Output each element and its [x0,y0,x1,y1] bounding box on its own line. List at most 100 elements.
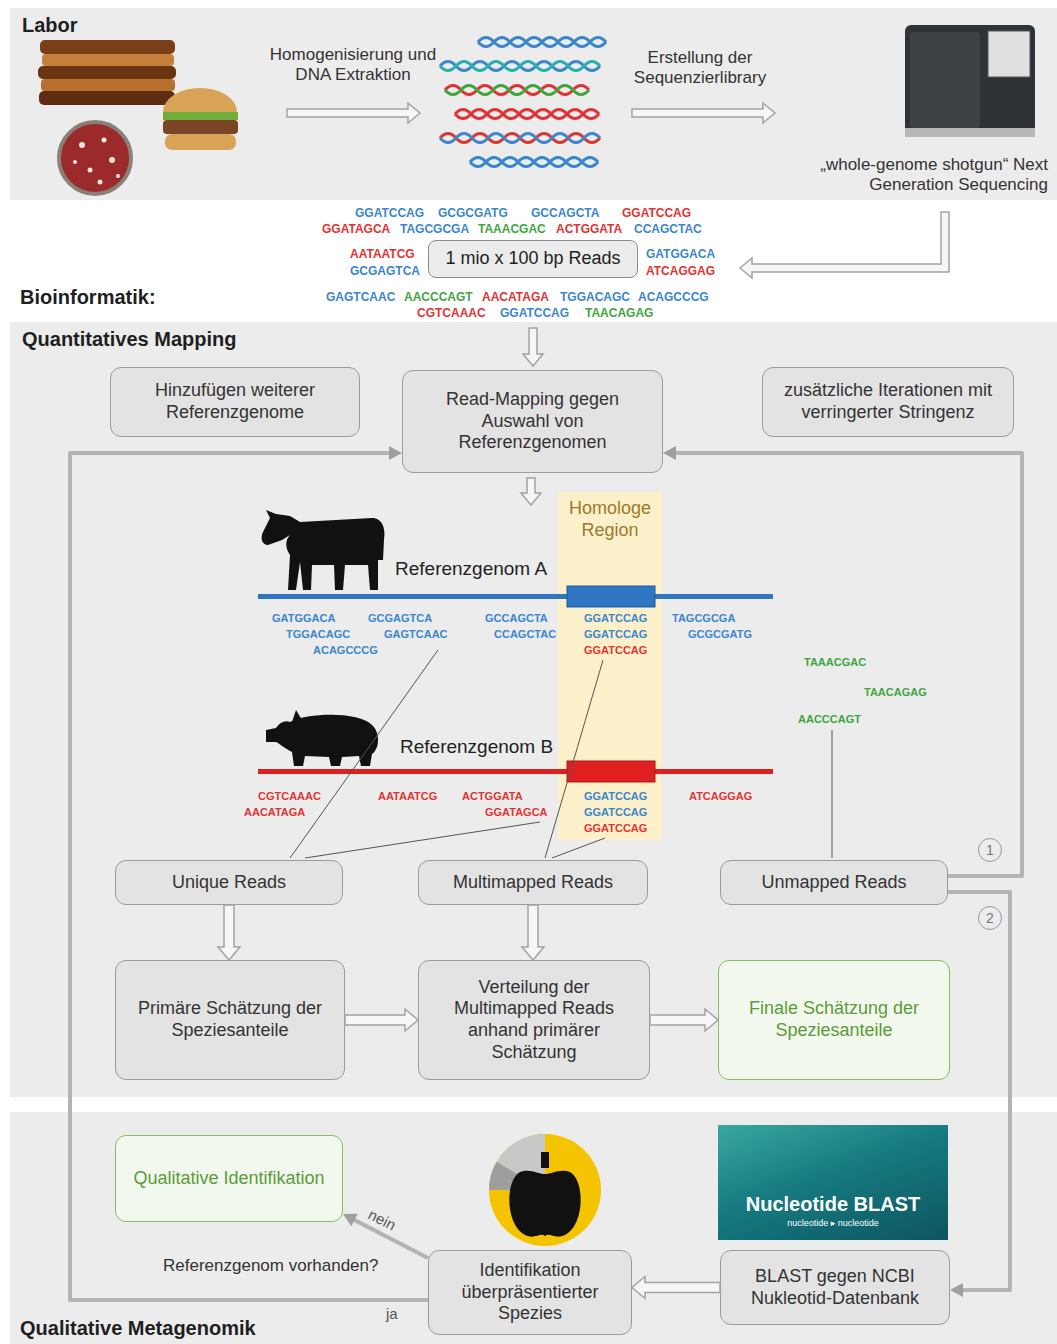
box-label: Unmapped Reads [761,872,906,894]
read-sequence: AATAATCG [350,247,415,261]
highlight-band: Homologe Region [558,492,662,840]
panel-heading: Qualitative Metagenomik [20,1317,256,1340]
read-sequence: GGATAGCA [322,222,390,236]
read-sequence: GATGGACA [272,612,335,625]
genome-label: Referenzgenom B [400,736,553,758]
label-anchor: TGGACAGC [286,628,350,641]
step-label: „whole-genome shotgun“ Next Generation S… [808,155,1048,194]
label-anchor: GGATCCAG [584,790,647,803]
read-sequence: TAGCGCGA [672,612,735,625]
section-label: Bioinformatik: [20,286,156,309]
process-box: Unmapped Reads [720,860,948,905]
label-anchor: TAACAGAG [585,306,653,320]
read-sequence: GAGTCAAC [384,628,448,641]
box-label: 1 mio x 100 bp Reads [445,248,620,270]
step-label: Erstellung der Sequenzierlibrary [620,48,780,87]
label-anchor: ACAGCCCG [313,644,378,657]
label-anchor: AATAATCG [378,790,437,803]
label-anchor: CGTCAAAC [258,790,321,803]
label-anchor: TGGACAGC [560,290,630,304]
process-box: Read-Mapping gegen Auswahl von Referenzg… [402,370,663,473]
label-anchor: Bioinformatik: [20,286,156,309]
read-sequence: GCGAGTCA [368,612,432,625]
process-box: Identifikation überpräsentierter Spezies [428,1250,632,1335]
label-anchor: GCGAGTCA [350,264,420,278]
read-sequence: TGGACAGC [560,290,630,304]
label-anchor: CGTCAAAC [417,306,486,320]
box-label: Verteilung der Multimapped Reads anhand … [427,977,641,1063]
label-anchor: GAGTCAAC [384,628,448,641]
label-anchor: GGATCCAG [622,206,691,220]
read-sequence: TAAACGAC [804,656,866,669]
process-box: 1 mio x 100 bp Reads [428,240,638,278]
label-anchor: Referenzgenom B [400,736,553,758]
label-anchor: GATGGACA [646,247,715,261]
read-sequence: GGATCCAG [622,206,691,220]
label-anchor: ACTGGATA [462,790,523,803]
label-anchor: TAGCGCGA [672,612,735,625]
label-anchor: GCGAGTCA [368,612,432,625]
panel-band: Qualitative Metagenomik Qualitative Ident… [10,1112,1057,1344]
box-label: BLAST gegen NCBI Nukleotid-Datenbank [729,1266,941,1309]
callout-circle: 1 [978,838,1002,862]
read-sequence: GATGGACA [646,247,715,261]
label-anchor: Homogenisierung und DNA Extraktion [258,45,448,84]
read-sequence: AACATAGA [244,806,305,819]
label-anchor: GGATCCAG [500,306,569,320]
label-anchor: AACATAGA [482,290,549,304]
label-anchor: GCCAGCTA [531,206,599,220]
read-sequence: GGATCCAG [584,628,647,641]
label-anchor: TAGCGCGA [400,222,469,236]
read-sequence: GCCAGCTA [485,612,548,625]
box-label: Primäre Schätzung der Speziesanteile [124,998,336,1041]
result-box: Qualitative Identifikation [115,1135,343,1222]
label-anchor: AACATAGA [244,806,305,819]
read-sequence: CCAGCTAC [634,222,702,236]
box-label: Identifikation überpräsentierter Spezies [437,1260,623,1325]
read-sequence: GCGCGATG [688,628,752,641]
process-box: Hinzufügen weiterer Referenzgenome [110,367,360,437]
read-sequence: TAACAGAG [864,686,927,699]
read-sequence: ACAGCCCG [638,290,709,304]
decision-label: Referenzgenom vorhanden? [163,1256,378,1276]
read-sequence: AATAATCG [378,790,437,803]
read-sequence: ACTGGATA [556,222,622,236]
label-anchor: TAAACGAC [804,656,866,669]
process-box: Multimapped Reads [418,860,648,905]
label-anchor: CCAGCTAC [634,222,702,236]
logo-banner: Nucleotide BLASTnucleotide ▸ nucleotide [718,1125,948,1240]
read-sequence: ACTGGATA [462,790,523,803]
label-anchor: AATAATCG [350,247,415,261]
box-label: Qualitative Identifikation [133,1168,324,1190]
label-anchor: „whole-genome shotgun“ Next Generation S… [808,155,1048,194]
label-anchor: GCGCGATG [438,206,508,220]
label-anchor: GGATAGCA [322,222,390,236]
read-sequence: GCCAGCTA [531,206,599,220]
label-anchor: Referenzgenom vorhanden? [163,1256,378,1276]
process-box: Verteilung der Multimapped Reads anhand … [418,960,650,1080]
process-box: Unique Reads [115,860,343,905]
panel-band: Quantitatives MappingHinzufügen weiterer… [10,322,1057,1097]
label-anchor: GCCAGCTA [485,612,548,625]
label-anchor: GGATCCAG [584,628,647,641]
read-sequence: CGTCAAAC [417,306,486,320]
panel-heading: Labor [22,14,78,37]
read-sequence: ATCAGGAG [689,790,752,803]
read-sequence: GGATCCAG [584,806,647,819]
label-anchor: GCGCGATG [688,628,752,641]
callout-number: 1 [986,842,994,858]
label-anchor: ACTGGATA [556,222,622,236]
label-anchor: GGATCCAG [355,206,424,220]
label-anchor: Referenzgenom A [395,558,547,580]
step-label: Homogenisierung und DNA Extraktion [258,45,448,84]
box-label: Multimapped Reads [453,872,613,894]
read-sequence: GGATCCAG [584,790,647,803]
label-anchor: AACCCAGT [404,290,473,304]
read-sequence: GGATCCAG [500,306,569,320]
read-sequence: ATCAGGAG [646,264,715,278]
box-label: Finale Schätzung der Speziesanteile [727,998,941,1041]
process-box: BLAST gegen NCBI Nukleotid-Datenbank [720,1250,950,1325]
label-anchor: GAGTCAAC [326,290,395,304]
logo-subtitle: nucleotide ▸ nucleotide [787,1218,879,1228]
